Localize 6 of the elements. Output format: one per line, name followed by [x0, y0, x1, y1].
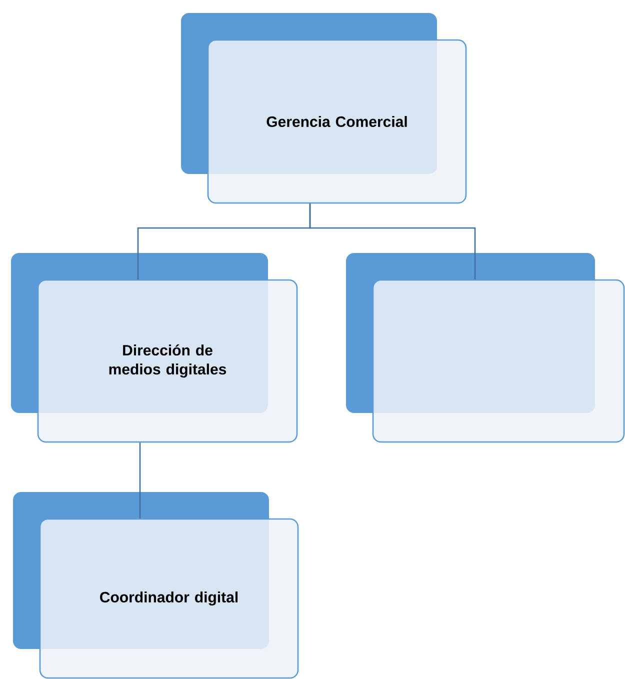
- org-box: Dirección de medios digitales: [11, 253, 298, 443]
- org-box: [346, 253, 625, 443]
- org-box: Coordinador digital: [13, 492, 299, 679]
- connector-line: [139, 442, 141, 518]
- connector-line: [309, 204, 476, 280]
- org-box: Gerencia Comercial: [181, 13, 467, 204]
